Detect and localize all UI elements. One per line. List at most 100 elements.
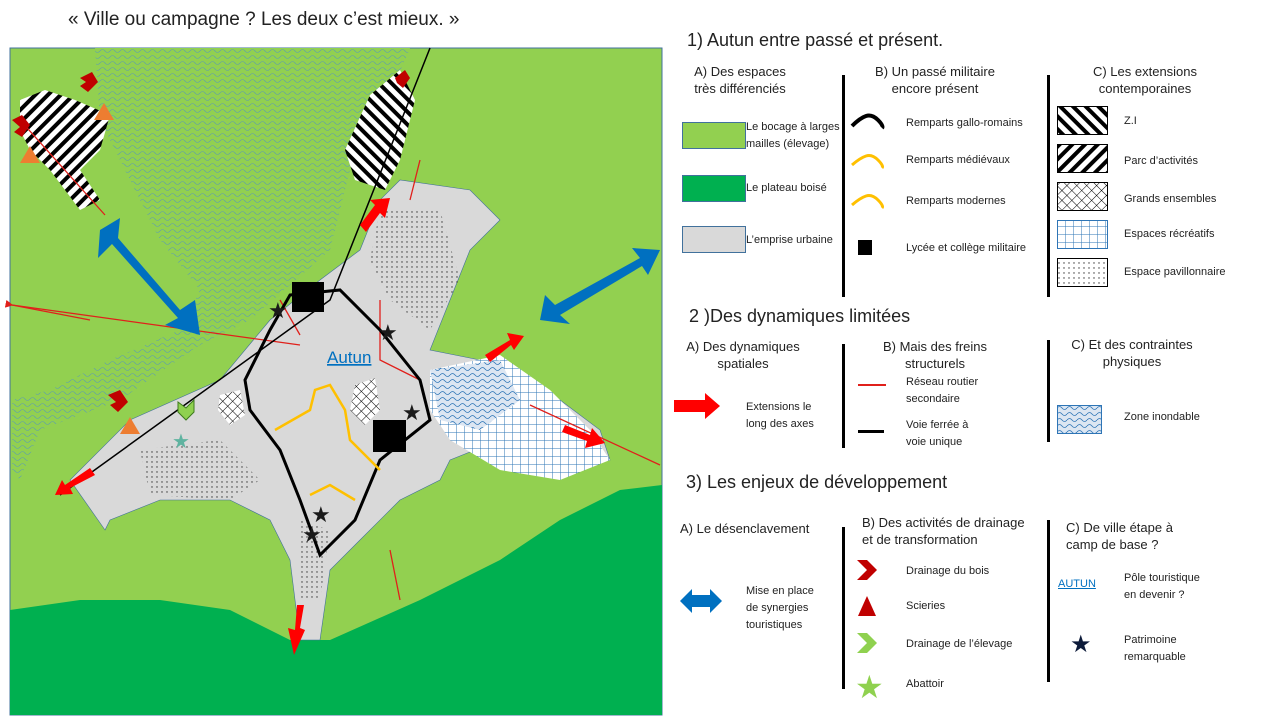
label-line: Pôle touristique bbox=[1124, 572, 1200, 584]
section3-title: 3) Les enjeux de développement bbox=[686, 472, 948, 492]
heading-line: physiques bbox=[1102, 354, 1162, 369]
heading-line: A) Des dynamiques bbox=[686, 339, 800, 354]
wooded-plateau bbox=[10, 485, 662, 715]
flood-zone-swatch bbox=[1057, 405, 1102, 434]
heading-line: contemporaines bbox=[1098, 81, 1192, 96]
heritage-star-icon: ★ bbox=[1070, 631, 1092, 658]
residential-swatch bbox=[1057, 258, 1108, 287]
svg-text:★: ★ bbox=[268, 298, 288, 323]
urban-swatch bbox=[682, 226, 746, 253]
large-housing-estate bbox=[218, 390, 245, 425]
section1-title: 1) Autun entre passé et présent. bbox=[687, 30, 944, 50]
city-label-autun: Autun bbox=[327, 348, 371, 367]
medieval-line-icon bbox=[851, 154, 884, 170]
label-line: long des axes bbox=[746, 418, 814, 430]
recreational-swatch bbox=[1057, 220, 1108, 249]
label-line: mailles (élevage) bbox=[746, 138, 830, 150]
slide-title: « Ville ou campagne ? Les deux c’est mie… bbox=[68, 9, 460, 30]
synergy-arrow-icon bbox=[680, 589, 722, 613]
label-line: de synergies bbox=[746, 602, 809, 614]
rampart-symbols bbox=[850, 113, 885, 255]
section1-colB-heading: B) Un passé militaire encore présent bbox=[860, 63, 1010, 97]
legend-label: Mise en place de synergies touristiques bbox=[746, 583, 814, 634]
divider bbox=[1047, 340, 1050, 442]
legend-label: Drainage du bois bbox=[906, 565, 990, 577]
legend-label: Drainage de l’élevage bbox=[906, 638, 1013, 650]
heading-line: encore présent bbox=[891, 81, 979, 96]
divider bbox=[1047, 520, 1050, 682]
heading-line: et de transformation bbox=[862, 532, 978, 547]
svg-text:★: ★ bbox=[402, 400, 422, 425]
urban-area bbox=[69, 179, 611, 641]
legend-label: Zone inondable bbox=[1124, 411, 1200, 423]
modern-line-icon bbox=[851, 194, 884, 210]
legend-label: Grands ensembles bbox=[1124, 193, 1217, 205]
label-line: secondaire bbox=[906, 393, 960, 405]
label-line: en devenir ? bbox=[1124, 589, 1185, 601]
label-line: Le bocage à larges bbox=[746, 121, 840, 133]
road-arrow bbox=[4, 299, 91, 321]
svg-text:★: ★ bbox=[311, 502, 331, 527]
slaughterhouse-icon: ★ bbox=[855, 669, 884, 700]
sawmill-triangles bbox=[20, 103, 140, 434]
flood-zone bbox=[430, 360, 520, 430]
heading-line: A) Des espaces bbox=[694, 64, 786, 79]
wooded-valley bbox=[12, 48, 410, 480]
synergy-arrows bbox=[98, 218, 660, 335]
legend-label: Espace pavillonnaire bbox=[1124, 266, 1226, 278]
military-school bbox=[292, 282, 324, 312]
slaughterhouse-star: ★ bbox=[172, 431, 190, 453]
legend-label: Z.I bbox=[1124, 115, 1137, 127]
plateau-swatch bbox=[682, 175, 746, 202]
school-square-icon bbox=[858, 240, 872, 255]
heading-line: B) Des activités de drainage bbox=[862, 515, 1025, 530]
extension-swatches bbox=[1057, 106, 1108, 287]
heading-line: B) Mais des freins bbox=[882, 339, 988, 354]
label-line: touristiques bbox=[746, 619, 803, 631]
road-line-icon bbox=[858, 384, 886, 386]
legend-label: Parc d’activités bbox=[1124, 155, 1198, 167]
divider bbox=[1047, 75, 1050, 297]
section2-colA-heading: A) Des dynamiques spatiales bbox=[683, 338, 803, 372]
heading-line: spatiales bbox=[717, 356, 769, 371]
section1-colC-heading: C) Les extensions contemporaines bbox=[1070, 63, 1220, 97]
divider bbox=[842, 527, 845, 689]
legend-label: L’emprise urbaine bbox=[746, 234, 833, 246]
legend-label: Pôle touristique en devenir ? bbox=[1124, 570, 1200, 604]
legend-label: Abattoir bbox=[906, 678, 944, 690]
legend-label: Le plateau boisé bbox=[746, 182, 827, 194]
business-park-swatch bbox=[1057, 144, 1108, 173]
residential-zone bbox=[370, 210, 460, 330]
legend-label: Remparts modernes bbox=[906, 195, 1006, 207]
section2-title: 2 )Des dynamiques limitées bbox=[689, 306, 911, 326]
bocage-swatch bbox=[682, 122, 746, 149]
railway bbox=[59, 47, 431, 496]
large-housing-estate bbox=[350, 378, 380, 425]
medieval-ramparts bbox=[274, 383, 381, 502]
heading-line: B) Un passé militaire bbox=[875, 64, 995, 79]
industrial-zone bbox=[20, 90, 110, 210]
heading-line: structurels bbox=[905, 356, 965, 371]
section3-colB-heading: B) Des activités de drainage et de transf… bbox=[862, 514, 1025, 548]
residential-zone bbox=[140, 440, 260, 500]
heading-line: C) Les extensions bbox=[1092, 64, 1198, 79]
heading-line: C) De ville étape à bbox=[1066, 520, 1173, 535]
gallo-roman-ramparts bbox=[243, 288, 432, 558]
tourist-hub-symbol: AUTUN bbox=[1058, 578, 1096, 590]
svg-text:★: ★ bbox=[302, 522, 322, 547]
legend-label: Scieries bbox=[906, 600, 946, 612]
divider bbox=[842, 344, 845, 448]
military-school bbox=[373, 420, 406, 452]
label-line: Mise en place bbox=[746, 585, 814, 597]
section2-colC-heading: C) Et des contraintes physiques bbox=[1052, 336, 1212, 370]
heading-line: C) Et des contraintes bbox=[1071, 337, 1193, 352]
legend-label: Remparts médiévaux bbox=[906, 154, 1010, 166]
activity-symbols: ★ bbox=[855, 560, 884, 700]
label-line: remarquable bbox=[1124, 651, 1186, 663]
housing-estate-swatch bbox=[1057, 182, 1108, 211]
